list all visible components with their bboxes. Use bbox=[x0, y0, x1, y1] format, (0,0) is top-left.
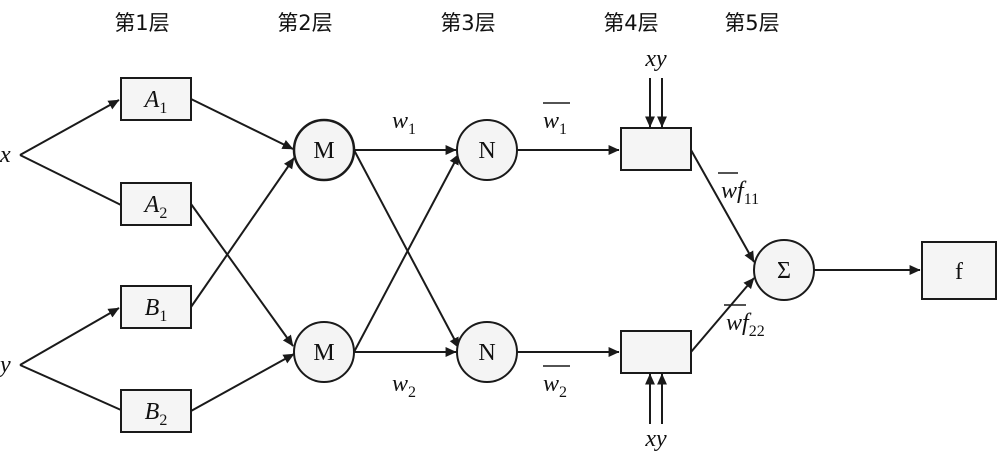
node-consequent-1 bbox=[620, 127, 692, 171]
node-sum-label: Σ bbox=[777, 258, 791, 284]
wire-x-a2 bbox=[19, 154, 122, 206]
wire-a2-m2 bbox=[190, 203, 294, 347]
consequent-bottom-input-label: xy bbox=[644, 426, 667, 452]
node-b1-label: B1 bbox=[145, 295, 168, 325]
input-x-label: x bbox=[0, 142, 11, 168]
wire-b1-m1 bbox=[190, 157, 295, 308]
node-n1-label: N bbox=[478, 138, 495, 164]
wire-y-b2 bbox=[19, 364, 122, 411]
wire-y-b1 bbox=[19, 307, 120, 366]
weight-wbar1-label: w1 bbox=[543, 108, 567, 138]
weight-w1-label: w1 bbox=[392, 108, 416, 138]
node-b2 bbox=[120, 389, 192, 433]
layer-2-header: 第2层 bbox=[277, 11, 332, 35]
wire-c1-sum bbox=[690, 149, 755, 263]
layer-5-header: 第5层 bbox=[724, 11, 779, 35]
node-output-label: f bbox=[955, 259, 963, 285]
node-consequent-2 bbox=[620, 330, 692, 374]
weight-w2-label: w2 bbox=[392, 371, 416, 401]
layer-4-header: 第4层 bbox=[603, 11, 658, 35]
input-y-label: y bbox=[0, 352, 11, 378]
weight-wf11-label: wf11 bbox=[721, 178, 759, 208]
wire-m1-n2 bbox=[353, 149, 460, 349]
node-m1-label: M bbox=[313, 138, 334, 164]
wire-c2-sum bbox=[690, 277, 755, 353]
node-output bbox=[921, 241, 997, 300]
weight-wf22-label: wf22 bbox=[726, 310, 765, 340]
wire-a1-m1 bbox=[190, 98, 294, 150]
node-m2-label: M bbox=[313, 340, 334, 366]
consequent-top-input-label: xy bbox=[644, 46, 667, 72]
node-n2-label: N bbox=[478, 340, 495, 366]
layer-1-header: 第1层 bbox=[114, 11, 169, 35]
node-b2-label: B2 bbox=[145, 399, 168, 429]
node-a1-label: A1 bbox=[143, 87, 168, 117]
layer-3-header: 第3层 bbox=[440, 11, 495, 35]
node-a1 bbox=[120, 77, 192, 121]
node-b1 bbox=[120, 285, 192, 329]
weight-wbar2-label: w2 bbox=[543, 371, 567, 401]
wire-x-a1 bbox=[19, 99, 120, 156]
node-a2-label: A2 bbox=[143, 192, 168, 222]
wire-b2-m2 bbox=[190, 353, 295, 412]
wire-m2-n1 bbox=[353, 153, 460, 353]
